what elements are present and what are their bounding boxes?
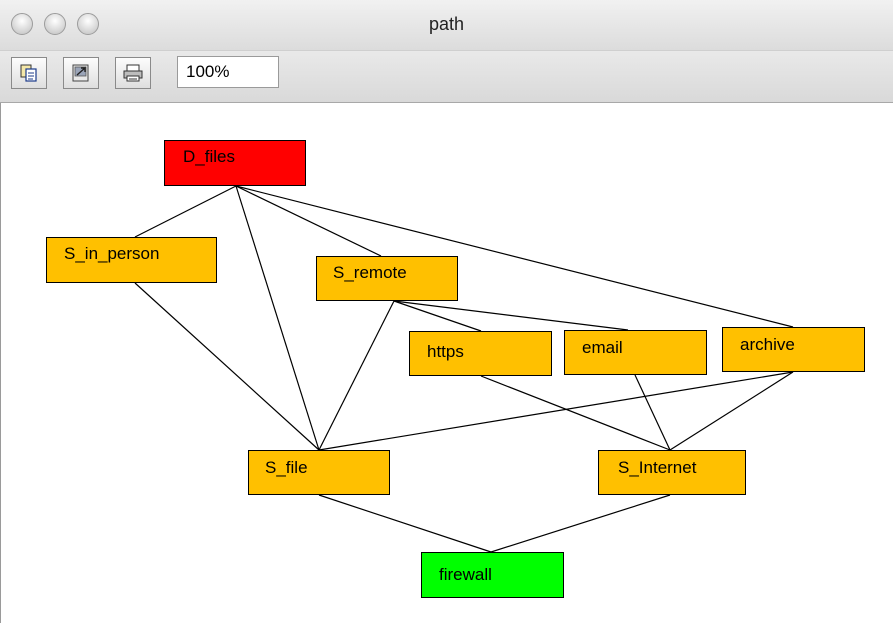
edge-d-files-to-s-file bbox=[235, 185, 320, 451]
copy-icon bbox=[20, 64, 37, 82]
node-s-remote[interactable]: S_remote bbox=[316, 256, 458, 301]
node-label: D_files bbox=[183, 147, 235, 166]
minimize-window-button[interactable] bbox=[44, 13, 66, 35]
node-label: S_in_person bbox=[64, 244, 160, 263]
node-firewall[interactable]: firewall bbox=[421, 552, 564, 598]
zoom-level-field[interactable]: 100% bbox=[177, 56, 279, 88]
copy-button[interactable] bbox=[11, 57, 47, 89]
edge-email-to-s-internet bbox=[634, 374, 671, 451]
node-email[interactable]: email bbox=[564, 330, 707, 375]
node-label: S_remote bbox=[333, 263, 407, 282]
edge-s-file-to-firewall bbox=[318, 494, 492, 553]
edge-https-to-s-internet bbox=[480, 375, 671, 451]
node-label: https bbox=[427, 342, 464, 361]
title-bar[interactable]: path bbox=[0, 0, 893, 51]
close-window-button[interactable] bbox=[11, 13, 33, 35]
zoom-window-button[interactable] bbox=[77, 13, 99, 35]
node-s-file[interactable]: S_file bbox=[248, 450, 390, 495]
node-archive[interactable]: archive bbox=[722, 327, 865, 372]
printer-icon bbox=[123, 64, 143, 82]
edge-d-files-to-s-in-person bbox=[134, 185, 237, 238]
node-label: firewall bbox=[439, 565, 492, 584]
print-button[interactable] bbox=[115, 57, 151, 89]
edge-d-files-to-archive bbox=[235, 185, 794, 328]
edge-s-remote-to-s-file bbox=[318, 300, 395, 451]
node-s-internet[interactable]: S_Internet bbox=[598, 450, 746, 495]
export-icon bbox=[72, 64, 89, 82]
export-button[interactable] bbox=[63, 57, 99, 89]
edge-d-files-to-s-remote bbox=[235, 185, 382, 257]
node-label: email bbox=[582, 338, 623, 357]
graph-canvas[interactable]: D_files S_in_person S_remote https email… bbox=[0, 103, 893, 623]
edge-archive-to-s-internet bbox=[669, 371, 794, 451]
node-label: S_file bbox=[265, 458, 308, 477]
edge-s-in-person-to-s-file bbox=[134, 282, 320, 451]
edge-s-remote-to-email bbox=[393, 300, 629, 331]
node-label: archive bbox=[740, 335, 795, 354]
edge-s-internet-to-firewall bbox=[490, 494, 671, 553]
node-s-in-person[interactable]: S_in_person bbox=[46, 237, 217, 283]
toolbar bbox=[0, 51, 893, 103]
edge-s-remote-to-https bbox=[393, 300, 482, 332]
graph-edges bbox=[134, 185, 794, 553]
node-label: S_Internet bbox=[618, 458, 697, 477]
node-d-files[interactable]: D_files bbox=[164, 140, 306, 186]
edge-archive-to-s-file bbox=[318, 371, 794, 451]
node-https[interactable]: https bbox=[409, 331, 552, 376]
window-title: path bbox=[428, 14, 465, 34]
